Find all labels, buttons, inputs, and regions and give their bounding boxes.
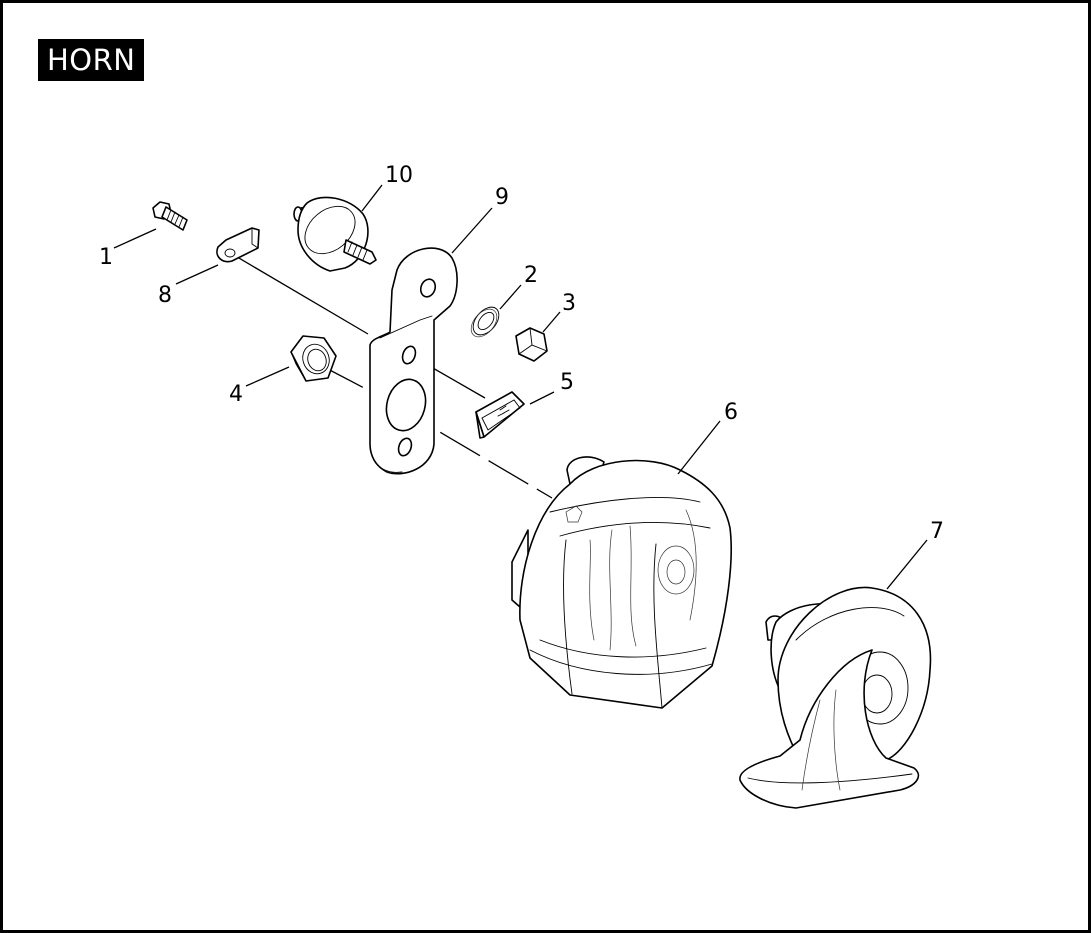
callout-7: 7 [930, 519, 944, 544]
leader-1 [113, 228, 157, 249]
callout-1: 1 [99, 245, 113, 270]
leader-4 [245, 366, 290, 387]
callout-2: 2 [524, 263, 538, 288]
part-1-screw [152, 201, 188, 231]
leader-5 [529, 391, 555, 405]
callout-6: 6 [724, 400, 738, 425]
callouts: 1 8 10 9 2 3 4 5 6 7 [99, 163, 944, 590]
callout-4: 4 [229, 382, 243, 407]
callout-8: 8 [158, 283, 172, 308]
leader-6 [677, 420, 721, 475]
leader-2 [499, 284, 522, 310]
callout-3: 3 [562, 291, 576, 316]
callout-9: 9 [495, 185, 509, 210]
callout-10: 10 [385, 163, 413, 188]
leader-7 [886, 539, 928, 590]
part-2-washer [470, 306, 500, 338]
leader-9 [451, 207, 493, 254]
leader-8 [175, 264, 219, 285]
part-7-horn [739, 586, 932, 809]
part-4-hex-nut [290, 335, 337, 382]
callout-5: 5 [560, 370, 574, 395]
part-9-bracket [369, 247, 458, 475]
part-5-speed-clip [475, 391, 525, 439]
leader-3 [542, 311, 561, 333]
part-8-clip [216, 227, 260, 263]
leader-10 [361, 184, 383, 212]
part-10-rubber-mount [293, 196, 377, 272]
part-3-acorn-nut [515, 327, 548, 362]
diagram-title: HORN [38, 39, 145, 81]
part-6-horn-cover [511, 456, 732, 709]
